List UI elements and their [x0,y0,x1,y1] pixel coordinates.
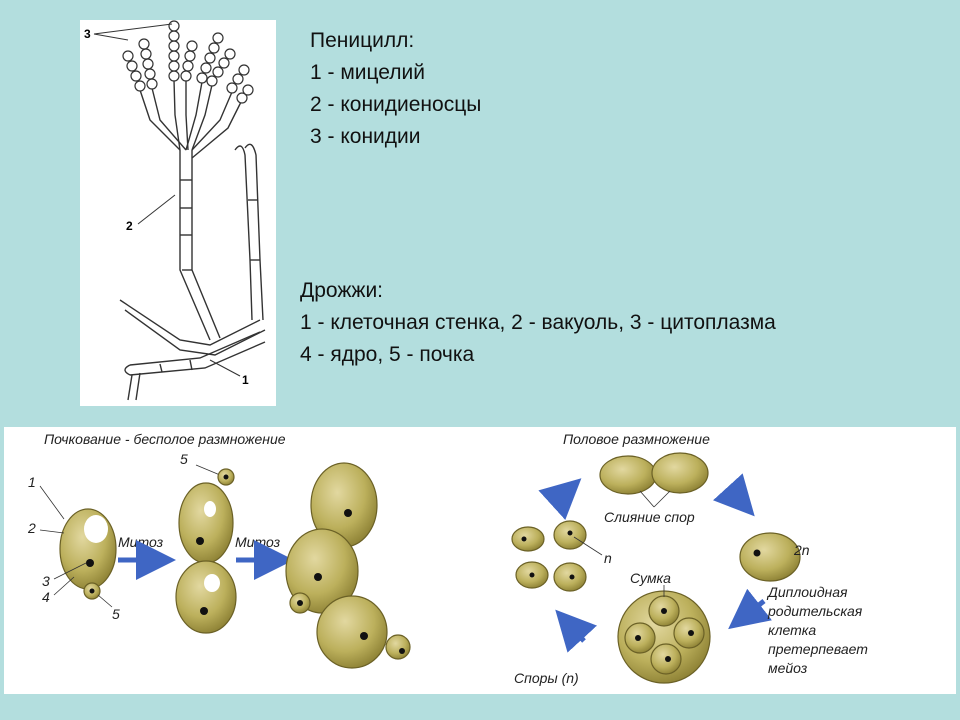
yeast-line-structure: 1 - клеточная стенка, 2 - вакуоль, 3 - ц… [300,311,776,334]
label-2: 2 [27,520,36,536]
budding-title: Почкование - бесполое размножение [44,431,286,447]
yeast-reproduction-drawing: Почкование - бесполое размножение Полово… [27,431,868,686]
label-3: 3 [42,573,50,589]
yeast-reproduction-illustration: Почкование - бесполое размножение Полово… [4,427,956,694]
yeast-line-nucleus-bud: 4 - ядро, 5 - почка [300,343,475,366]
nucleus [86,559,94,567]
diploid-text-2: родительская [767,603,863,619]
mitosis-label-1: Митоз [118,534,164,550]
diploid-text-5: мейоз [768,660,808,676]
diploid-text-1: Диплоидная [766,584,848,600]
diploid-text-3: клетка [768,622,816,638]
cycle-arrow-3 [728,588,772,630]
penicillium-line-conidia: 3 - конидии [310,125,421,148]
fusion-label: Слияние спор [604,509,695,525]
label-1: 1 [28,474,36,490]
spores-label: Споры (n) [514,670,579,686]
label-5-stage1: 5 [112,606,120,622]
penicillium-line-mycelium: 1 - мицелий [310,61,425,84]
diploid-label: 2n [793,542,810,558]
penicillium-illustration: 3 2 1 [80,20,276,406]
marker-conidiophore: 2 [126,219,133,233]
cycle-arrow-2 [713,473,755,517]
yeast-title: Дрожжи: [300,279,384,302]
haploid-label: n [604,550,612,566]
penicillium-title: Пеницилл: [310,29,415,52]
penicillium-line-conidiophores: 2 - конидиеносцы [310,93,482,116]
mitosis-label-2: Митоз [235,534,281,550]
label-4: 4 [42,589,50,605]
label-5-stage2: 5 [180,451,188,467]
ascus-label: Сумка [630,570,671,586]
vacuole [84,515,108,543]
cycle-arrow-1 [538,478,582,520]
marker-mycelium: 1 [242,373,249,387]
diploid-text-4: претерпевает [768,641,868,657]
marker-conidia: 3 [84,27,91,41]
sexual-title: Половое размножение [563,431,710,447]
penicillium-drawing: 3 2 1 [84,20,266,401]
cycle-arrow-4 [555,609,598,653]
